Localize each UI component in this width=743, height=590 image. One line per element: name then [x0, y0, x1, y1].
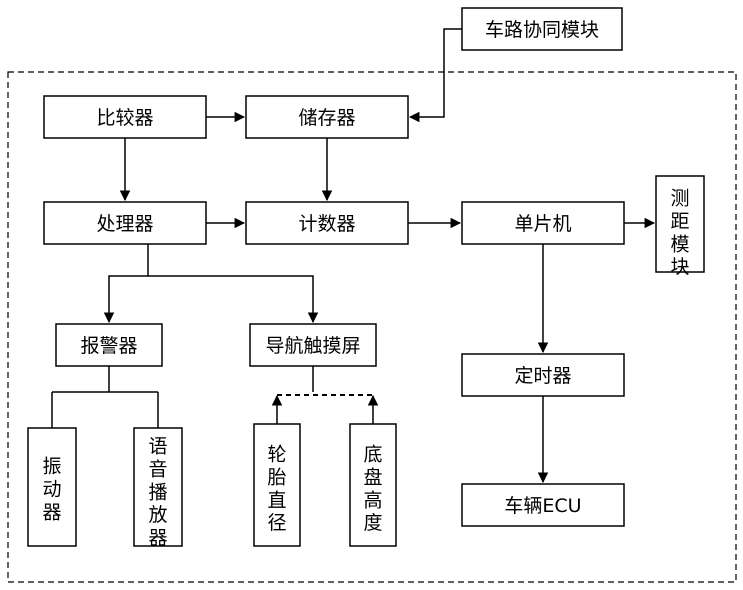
- node-comparator: 比较器: [44, 96, 206, 138]
- node-nav: 导航触摸屏: [250, 324, 376, 366]
- node-storage-label: 储存器: [298, 107, 355, 129]
- edge-processor-split: [109, 244, 148, 322]
- edge-alarm-outputs: [52, 366, 158, 428]
- node-v2x-label: 车路协同模块: [485, 19, 599, 41]
- node-chassis-label: 底盘高度: [363, 444, 382, 534]
- node-tire-label: 轮胎直径: [267, 444, 286, 534]
- node-timer-label: 定时器: [514, 365, 571, 387]
- node-alarm: 报警器: [56, 324, 162, 366]
- node-alarm-label: 报警器: [80, 335, 137, 357]
- node-comparator-label: 比较器: [96, 107, 153, 129]
- node-ecu-label: 车辆ECU: [504, 495, 581, 517]
- node-speaker: 语音播放器: [134, 428, 182, 549]
- node-tire: 轮胎直径: [254, 424, 300, 546]
- node-counter-label: 计数器: [298, 213, 355, 235]
- edge-processor-nav: [148, 276, 313, 322]
- node-processor-label: 处理器: [96, 213, 153, 235]
- node-nav-label: 导航触摸屏: [265, 335, 360, 357]
- node-storage: 储存器: [246, 96, 408, 138]
- node-counter: 计数器: [246, 202, 408, 244]
- node-ranging-label: 测距模块: [670, 188, 689, 278]
- node-speaker-label: 语音播放器: [148, 436, 167, 549]
- node-vibrator: 振动器: [28, 428, 76, 546]
- node-ecu: 车辆ECU: [462, 484, 624, 526]
- node-mcu-label: 单片机: [514, 213, 571, 235]
- node-v2x: 车路协同模块: [462, 8, 622, 50]
- edge-v2x-storage: [410, 29, 462, 117]
- node-chassis: 底盘高度: [350, 424, 396, 546]
- node-processor: 处理器: [44, 202, 206, 244]
- node-timer: 定时器: [462, 354, 624, 396]
- node-vibrator-label: 振动器: [42, 456, 61, 524]
- node-ranging: 测距模块: [656, 176, 704, 278]
- node-mcu: 单片机: [462, 202, 624, 244]
